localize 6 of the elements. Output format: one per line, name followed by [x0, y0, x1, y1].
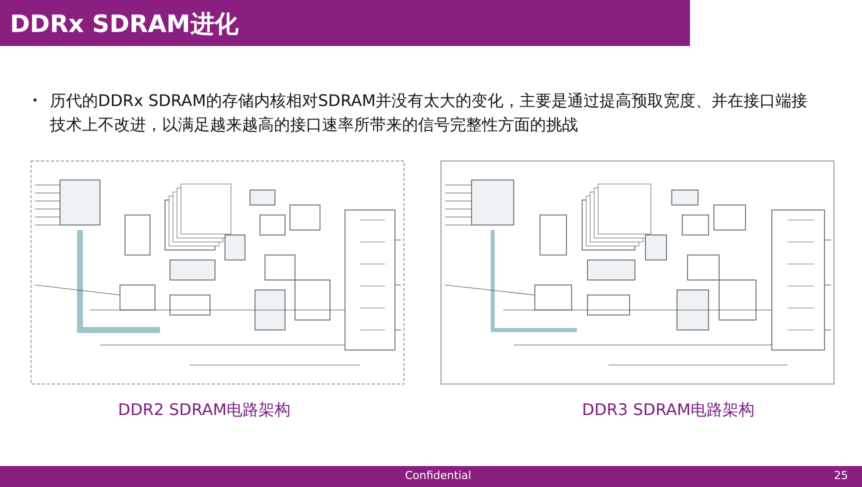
- slide-title: DDRx SDRAM进化: [10, 9, 238, 40]
- footer-text: Confidential: [405, 469, 472, 482]
- figure-caption: DDR3 SDRAM电路架构: [582, 400, 755, 421]
- figure-caption: DDR2 SDRAM电路架构: [118, 400, 291, 421]
- page-number: 25: [834, 469, 848, 482]
- bullet-text: 历代的DDRx SDRAM的存储内核相对SDRAM并没有太大的变化，主要是通过提高预取宽度、并在接口端接技术上不改进，以满足越来越高的接口速率所带来的信号完整性方面的挑战: [50, 90, 809, 136]
